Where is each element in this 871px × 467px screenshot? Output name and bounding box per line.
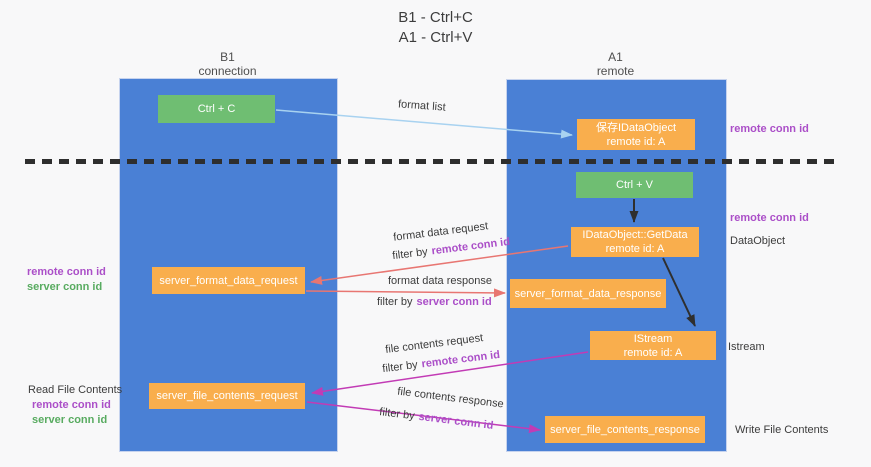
server-format-data-response-box: server_format_data_response — [510, 279, 666, 308]
filter-by-text: filter by — [378, 406, 416, 423]
filter-by-text: filter by — [377, 296, 413, 308]
istream-line2: remote id: A — [623, 346, 683, 359]
file-contents-response-label: file contents response — [396, 385, 505, 411]
left-column-header: B1 connection — [119, 50, 336, 78]
ctrl-c-box: Ctrl + C — [158, 95, 275, 123]
format-response-label: server_format_data_response — [514, 287, 662, 300]
right-column-name: A1 — [608, 50, 623, 64]
dashed-divider — [25, 159, 840, 164]
remote-conn-id-label-mid: remote conn id — [730, 212, 809, 224]
server-conn-id-label-left1: server conn id — [27, 281, 103, 293]
filter-by-text: filter by — [381, 358, 419, 376]
save-idataobject-box: 保存IDataObject remote id: A — [577, 119, 695, 150]
left-conn-id-group-2: remote conn id server conn id — [32, 398, 111, 428]
remote-conn-id-label-left2: remote conn id — [32, 399, 111, 411]
server-format-data-request-box: server_format_data_request — [152, 267, 305, 294]
filter-highlight: remote conn id — [420, 348, 501, 371]
format-list-label: format list — [397, 98, 447, 114]
istream-line1: IStream — [633, 332, 673, 345]
write-file-contents-label: Write File Contents — [735, 424, 829, 436]
left-conn-id-group-1: remote conn id server conn id — [27, 265, 106, 295]
remote-conn-id-label-top: remote conn id — [730, 123, 809, 135]
getdata-line1: IDataObject::GetData — [582, 229, 688, 241]
title-line-2: A1 - Ctrl+V — [398, 29, 473, 46]
save-idataobject-line1: 保存IDataObject — [595, 121, 677, 134]
ctrl-v-label: Ctrl + V — [616, 179, 653, 191]
remote-conn-id-label-left1: remote conn id — [27, 266, 106, 278]
ctrl-c-label: Ctrl + C — [197, 103, 236, 115]
left-column-role: connection — [198, 64, 257, 78]
server-file-contents-response-box: server_file_contents_response — [545, 416, 705, 443]
server-file-contents-request-box: server_file_contents_request — [149, 383, 305, 409]
read-file-contents-label: Read File Contents — [28, 384, 123, 396]
server-conn-id-label-left2: server conn id — [32, 414, 108, 426]
diagram-title: B1 - Ctrl+C A1 - Ctrl+V — [0, 8, 871, 48]
getdata-line2: remote id: A — [605, 243, 665, 255]
filter-highlight: remote conn id — [430, 235, 511, 258]
right-column-header: A1 remote — [506, 50, 725, 78]
file-response-label: server_file_contents_response — [550, 423, 700, 436]
title-line-1: B1 - Ctrl+C — [398, 9, 473, 26]
format-data-response-label: format data response — [388, 275, 492, 287]
filter-by-text: filter by — [391, 245, 429, 263]
filter-highlight: server conn id — [417, 410, 494, 432]
filter-highlight: server conn id — [416, 296, 492, 308]
idataobject-getdata-box: IDataObject::GetData remote id: A — [571, 227, 699, 257]
save-idataobject-line2: remote id: A — [606, 135, 666, 148]
left-column-name: B1 — [220, 50, 235, 64]
ctrl-v-box: Ctrl + V — [576, 172, 693, 198]
file-request-label: server_file_contents_request — [156, 390, 298, 402]
format-request-label: server_format_data_request — [159, 274, 298, 287]
dataobject-label: DataObject — [730, 235, 786, 247]
istream-side-label: Istream — [728, 341, 765, 353]
right-column-role: remote — [596, 64, 635, 78]
istream-box: IStream remote id: A — [590, 331, 716, 360]
